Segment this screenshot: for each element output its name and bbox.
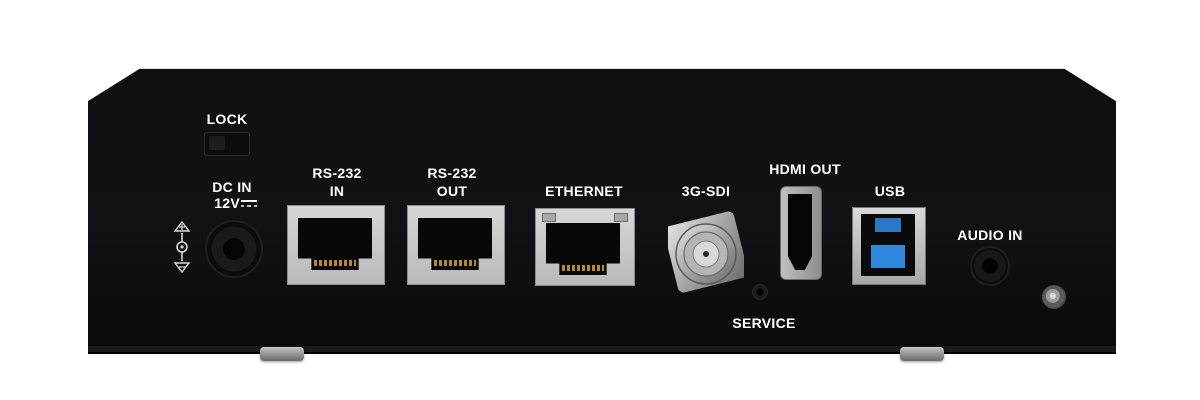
polarity-icon (173, 220, 191, 274)
ethernet-link-led (542, 213, 556, 222)
lock-switch[interactable] (204, 132, 250, 156)
left-rubber-foot (260, 347, 304, 361)
audio-in-jack[interactable] (970, 246, 1010, 286)
ethernet-port-pins (562, 265, 604, 271)
rs232-in-port-pins (314, 260, 356, 266)
right-rubber-foot (900, 347, 944, 361)
lock-label: LOCK (206, 111, 248, 127)
ethernet-port[interactable] (535, 208, 635, 286)
dc-symbol-icon (241, 200, 257, 207)
ground-screw (1042, 285, 1066, 309)
hdmi-out-label: HDMI OUT (769, 161, 841, 177)
dc-power-jack[interactable] (205, 220, 263, 278)
ethernet-activity-led (614, 213, 628, 222)
rs232-out-label-line1: RS-232 (427, 165, 477, 181)
sdi-label: 3G-SDI (681, 183, 731, 199)
hdmi-out-port[interactable] (780, 186, 822, 280)
rs232-out-port-pins (434, 260, 476, 266)
usb-port-opening (861, 214, 915, 276)
service-label: SERVICE (732, 315, 796, 331)
usb-label: USB (874, 183, 906, 199)
dc-in-label-line2: 12V (214, 195, 240, 211)
usb-port-tongue-upper (875, 218, 901, 232)
rs232-in-label-line2: IN (329, 183, 345, 199)
rs232-out-port[interactable] (407, 205, 505, 285)
rs232-out-label-line2: OUT (436, 183, 468, 199)
ethernet-label: ETHERNET (545, 183, 623, 199)
rs232-in-port[interactable] (287, 205, 385, 285)
hdmi-out-port-opening (788, 194, 812, 270)
rs232-in-label-line1: RS-232 (312, 165, 362, 181)
dc-in-label-line1: DC IN (212, 179, 252, 195)
service-pinhole[interactable] (752, 284, 768, 300)
sdi-bnc-connector[interactable] (668, 210, 744, 294)
usb-port[interactable] (852, 207, 926, 285)
usb-port-tongue (871, 245, 905, 268)
lock-switch-knob[interactable] (209, 136, 225, 150)
audio-in-label: AUDIO IN (957, 227, 1023, 243)
